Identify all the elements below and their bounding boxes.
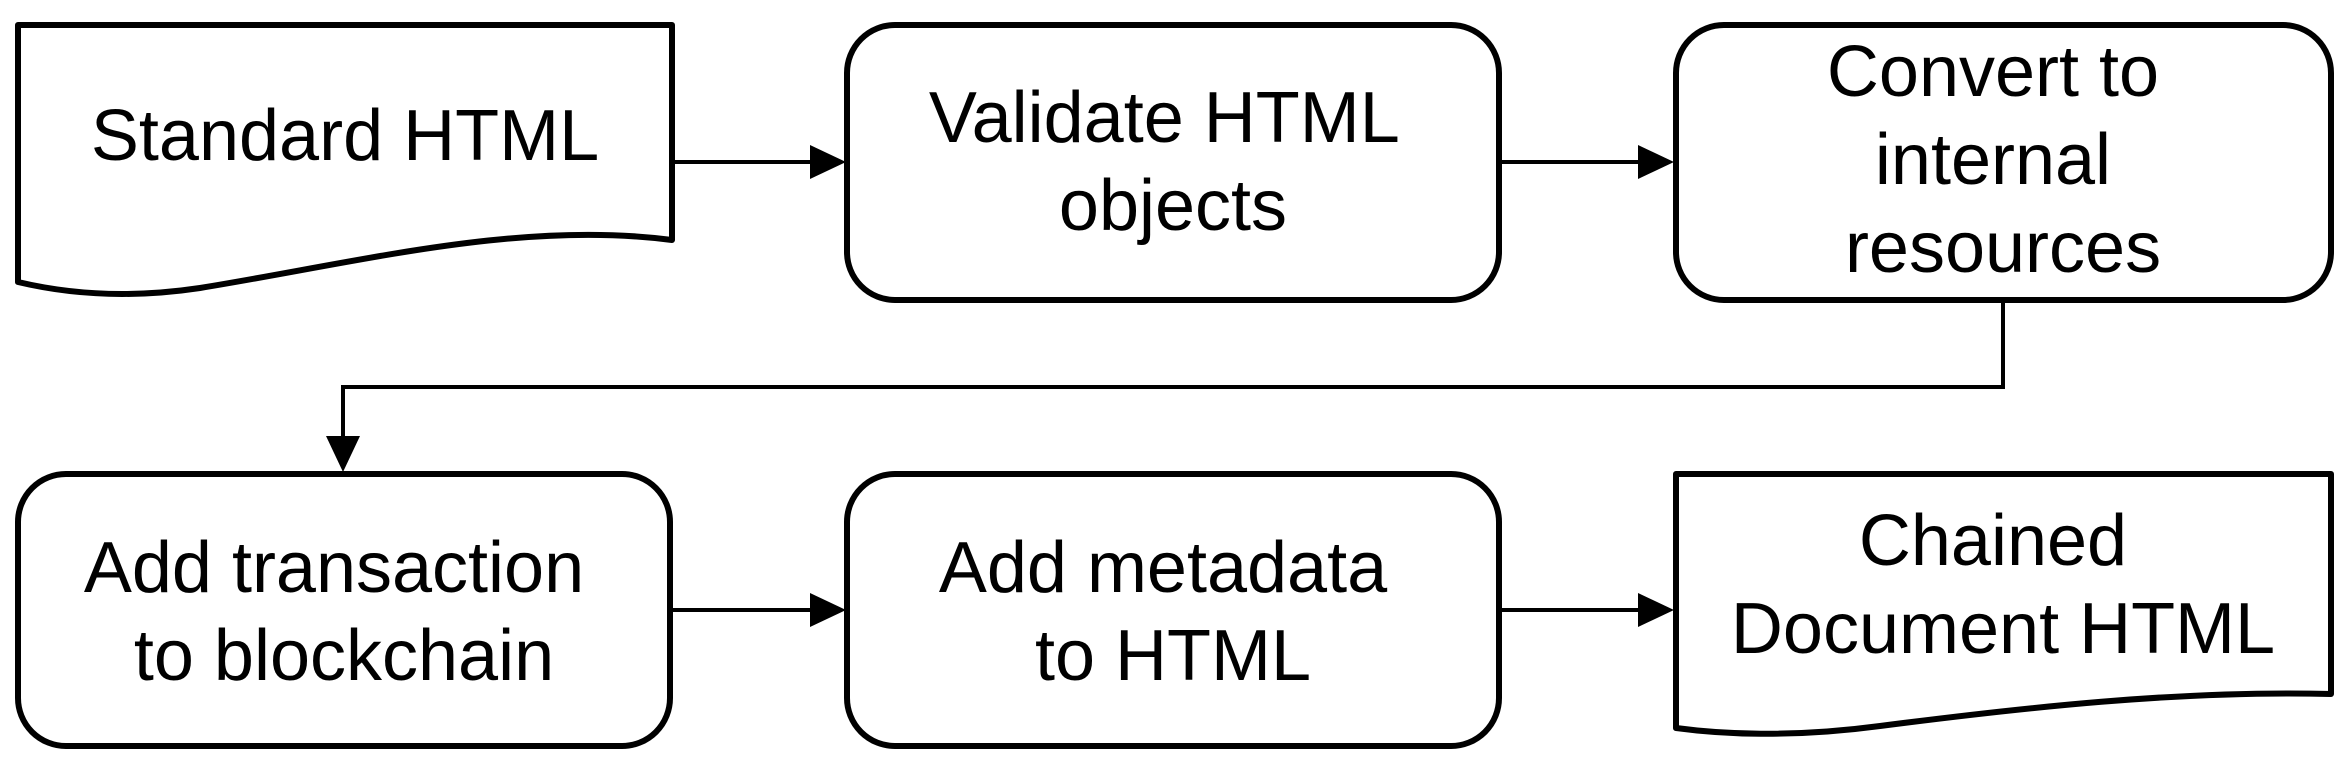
edge-standard-html-to-validate-html [672,145,846,179]
node-label: Standard HTML [91,96,599,176]
process-box [844,22,1502,303]
node-label-line: Convert to [1827,32,2159,112]
node-standard-html: Standard HTML [15,22,675,298]
node-label-line: Validate HTML [929,78,1398,158]
process-box [1673,22,2334,303]
edge-add-transaction-to-add-metadata [672,593,846,627]
node-validate-html: Validate HTML objects [844,22,1502,303]
connectors [326,145,2005,627]
node-label-line: to blockchain [134,616,554,696]
node-label: Chained Document HTML [1731,501,2275,669]
arrowhead [810,593,846,627]
process-box [844,471,1502,749]
document-shape [15,22,675,298]
arrowhead [326,436,360,472]
node-label-line: Standard HTML [91,96,599,176]
arrowhead [810,145,846,179]
node-label: Convert to internal resources [1827,32,2179,288]
node-label-line: resources [1845,208,2161,288]
node-label: Validate HTML objects [929,78,1417,246]
node-label-line: Add transaction [84,528,584,608]
node-label-line: to HTML [1035,616,1311,696]
node-label-line: Add metadata [939,528,1388,608]
node-label: Add transaction to blockchain [84,528,604,696]
node-add-transaction: Add transaction to blockchain [15,471,673,749]
node-add-metadata: Add metadata to HTML [844,471,1502,749]
document-shape [1673,471,2334,737]
arrowhead [1638,593,1674,627]
edge-convert-internal-to-add-transaction [326,301,2005,472]
node-chained-document: Chained Document HTML [1673,471,2334,737]
process-box [15,471,673,749]
node-convert-internal: Convert to internal resources [1673,22,2334,303]
edge-add-metadata-to-chained-document [1500,593,1674,627]
node-label-line: objects [1059,166,1287,246]
node-label-line: Chained [1859,501,2127,581]
node-label-line: Document HTML [1731,589,2275,669]
node-label-line: internal [1875,120,2111,200]
edge-validate-html-to-convert-internal [1500,145,1674,179]
arrowhead [1638,145,1674,179]
node-label: Add metadata to HTML [939,528,1407,696]
